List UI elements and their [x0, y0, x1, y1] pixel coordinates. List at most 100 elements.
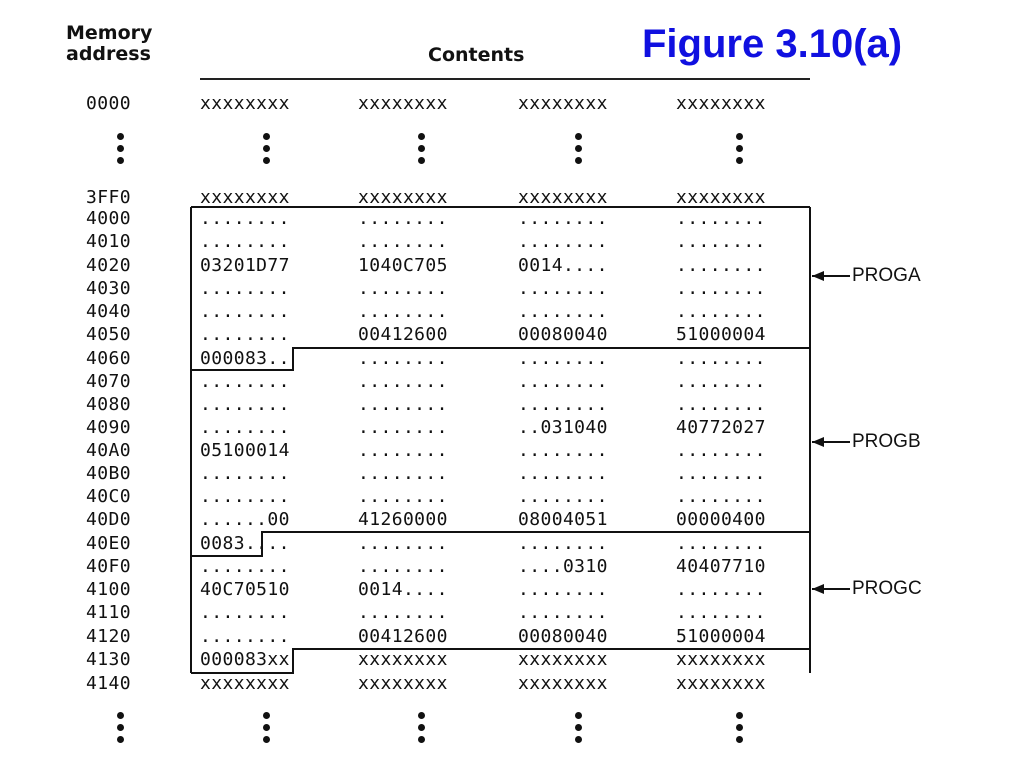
memory-cell: xxxxxxxx — [676, 649, 766, 670]
memory-cell: ........ — [518, 371, 608, 392]
address-label: 4040 — [86, 301, 131, 322]
memory-cell: ........ — [358, 556, 448, 577]
vertical-ellipsis-icon — [736, 133, 744, 169]
address-label: 4130 — [86, 649, 131, 670]
proga-progb-boundary — [191, 347, 810, 371]
memory-cell: ........ — [676, 255, 766, 276]
memory-cell: xxxxxxxx — [200, 673, 290, 694]
address-label: 3FF0 — [86, 187, 131, 208]
memory-cell: xxxxxxxx — [676, 673, 766, 694]
address-label: 40E0 — [86, 533, 131, 554]
memory-cell: ........ — [518, 486, 608, 507]
memory-cell: ........ — [358, 208, 448, 229]
contents-header: Contents — [428, 44, 525, 66]
progb-progc-boundary — [191, 531, 810, 557]
memory-cell: xxxxxxxx — [358, 673, 448, 694]
memory-address-header-line2: address — [66, 43, 151, 65]
memory-cell: 00080040 — [518, 626, 608, 647]
address-label: 4030 — [86, 278, 131, 299]
arrow-left-icon — [812, 437, 824, 447]
memory-cell: 1040C705 — [358, 255, 448, 276]
progc-bottom-boundary — [191, 648, 810, 674]
memory-cell: ........ — [676, 533, 766, 554]
address-label: 4020 — [86, 255, 131, 276]
memory-cell: ........ — [358, 394, 448, 415]
memory-cell: ........ — [676, 231, 766, 252]
memory-cell: ........ — [518, 208, 608, 229]
address-label: 4060 — [86, 348, 131, 369]
memory-cell: ........ — [358, 417, 448, 438]
memory-cell: ........ — [200, 301, 290, 322]
memory-cell: xxxxxxxx — [200, 93, 290, 114]
memory-cell: 000083.. — [200, 348, 290, 369]
program-label: PROGC — [852, 578, 922, 599]
memory-cell: ........ — [676, 301, 766, 322]
address-label: 0000 — [86, 93, 131, 114]
arrow-left-icon — [812, 584, 824, 594]
memory-cell: ........ — [676, 440, 766, 461]
memory-cell: ........ — [358, 278, 448, 299]
memory-cell: 05100014 — [200, 440, 290, 461]
memory-cell: xxxxxxxx — [518, 673, 608, 694]
memory-cell: 40772027 — [676, 417, 766, 438]
memory-cell: ........ — [200, 394, 290, 415]
header-rule — [200, 78, 810, 80]
memory-cell: 00080040 — [518, 324, 608, 345]
memory-cell: 000083xx — [200, 649, 290, 670]
address-label: 4010 — [86, 231, 131, 252]
address-label: 4100 — [86, 579, 131, 600]
address-label: 40B0 — [86, 463, 131, 484]
memory-cell: 40407710 — [676, 556, 766, 577]
memory-cell: ........ — [676, 394, 766, 415]
memory-cell: 03201D77 — [200, 255, 290, 276]
memory-cell: ........ — [676, 208, 766, 229]
vertical-ellipsis-icon — [418, 133, 426, 169]
memory-cell: ........ — [358, 463, 448, 484]
address-label: 40C0 — [86, 486, 131, 507]
memory-cell: xxxxxxxx — [518, 187, 608, 208]
memory-cell: ........ — [676, 371, 766, 392]
memory-cell: ..031040 — [518, 417, 608, 438]
memory-cell: ........ — [200, 486, 290, 507]
vertical-ellipsis-icon — [117, 712, 125, 748]
memory-cell: xxxxxxxx — [518, 649, 608, 670]
memory-cell: ........ — [358, 486, 448, 507]
memory-cell: ........ — [358, 348, 448, 369]
memory-cell: ........ — [676, 278, 766, 299]
memory-cell: ....0310 — [518, 556, 608, 577]
memory-cell: ........ — [518, 301, 608, 322]
arrow-left-icon — [812, 271, 824, 281]
memory-cell: ........ — [518, 463, 608, 484]
memory-cell: ........ — [518, 394, 608, 415]
memory-cell: xxxxxxxx — [358, 187, 448, 208]
memory-cell: ........ — [200, 371, 290, 392]
memory-cell: 0083.... — [200, 533, 290, 554]
memory-cell: ........ — [200, 602, 290, 623]
memory-cell: ......00 — [200, 509, 290, 530]
address-label: 4050 — [86, 324, 131, 345]
memory-cell: 0014.... — [518, 255, 608, 276]
address-label: 4090 — [86, 417, 131, 438]
memory-address-header: Memory address — [66, 23, 152, 65]
vertical-ellipsis-icon — [575, 712, 583, 748]
memory-cell: ........ — [676, 348, 766, 369]
memory-cell: xxxxxxxx — [358, 93, 448, 114]
memory-cell: 00412600 — [358, 324, 448, 345]
memory-cell: xxxxxxxx — [676, 187, 766, 208]
address-label: 4120 — [86, 626, 131, 647]
vertical-ellipsis-icon — [117, 133, 125, 169]
vertical-ellipsis-icon — [736, 712, 744, 748]
address-label: 4110 — [86, 602, 131, 623]
memory-cell: 0014.... — [358, 579, 448, 600]
address-label: 40D0 — [86, 509, 131, 530]
memory-cell: ........ — [358, 533, 448, 554]
vertical-ellipsis-icon — [575, 133, 583, 169]
memory-cell: ........ — [200, 231, 290, 252]
memory-cell: ........ — [518, 533, 608, 554]
program-label: PROGB — [852, 431, 921, 452]
memory-cell: ........ — [676, 463, 766, 484]
address-label: 4080 — [86, 394, 131, 415]
memory-cell: ........ — [518, 579, 608, 600]
